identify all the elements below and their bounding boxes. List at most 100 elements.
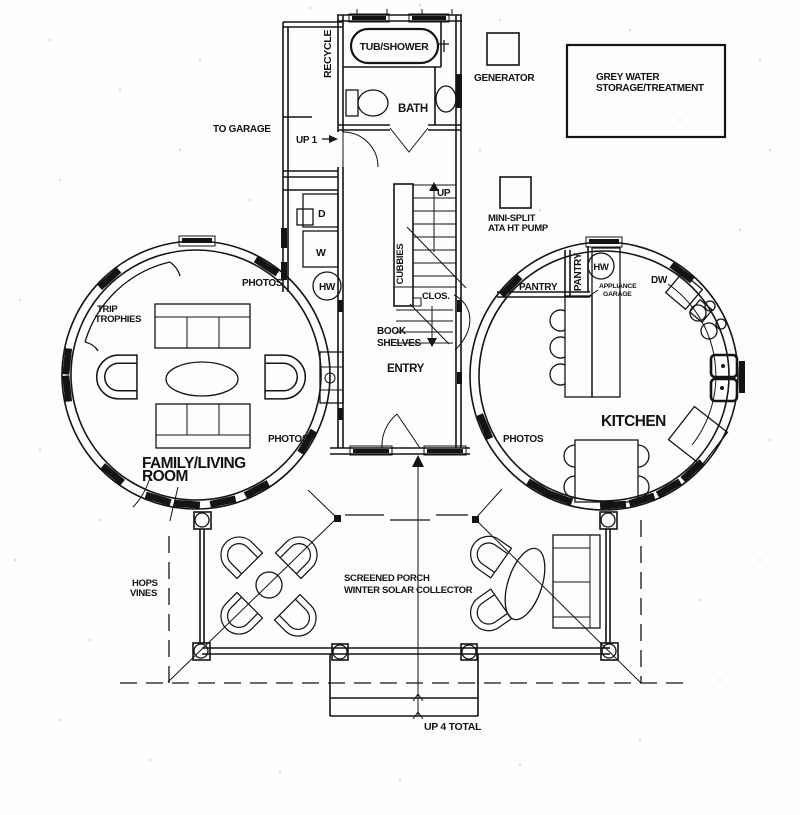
entry-window-hatch xyxy=(427,449,463,453)
corridor-window-hatch xyxy=(281,262,287,280)
up-label: UP xyxy=(437,188,451,199)
porch-oval-table xyxy=(504,547,546,621)
screened-porch: HOPS VINES SCREENED PORCH WINTER SOLAR C… xyxy=(120,488,688,733)
hops-vines-label-1: HOPS xyxy=(132,578,158,589)
kitchen-chairs xyxy=(563,444,650,499)
utility-corridor: D W HW RECYCLE TO GARAGE UP 1 xyxy=(213,21,343,301)
trip-trophies-label-1: TRIP xyxy=(97,304,118,315)
mini-split-label-1: MINI-SPLIT xyxy=(488,213,536,224)
hall-window-hatch xyxy=(457,372,462,384)
dishwasher-label: DW xyxy=(651,275,668,286)
counter-inner-edge xyxy=(667,283,717,446)
hall-window-hatch xyxy=(338,408,343,420)
stair-down-arrowhead xyxy=(427,338,437,347)
family-living-label-2: ROOM xyxy=(142,468,188,485)
porch-posts xyxy=(192,511,619,661)
stair-up-arrowhead xyxy=(429,182,439,191)
porch-seating-right xyxy=(470,534,601,632)
entry-shelf xyxy=(319,351,344,404)
porch-round-table xyxy=(255,571,283,599)
generator-box xyxy=(486,32,520,66)
dishwasher-box xyxy=(664,271,704,311)
grey-water-label-2: STORAGE/TREATMENT xyxy=(596,83,704,94)
pantry-label-2: PANTRY xyxy=(573,252,584,291)
porch-steps xyxy=(329,654,479,717)
hot-water-label: HW xyxy=(319,282,336,293)
stove-burners xyxy=(689,300,727,340)
island-bar-counter xyxy=(564,295,593,398)
kitchen-room: PANTRY PANTRY HW APPLIANCE GARAGE DW KIT… xyxy=(469,236,745,511)
photos-label-kitchen: PHOTOS xyxy=(503,434,544,445)
dryer-pedestal xyxy=(296,208,314,226)
screen-opening-lines xyxy=(345,514,468,521)
sofa-top xyxy=(154,303,251,349)
up-1-arrowhead xyxy=(329,135,338,143)
mini-split-heat-pump: MINI-SPLIT ATA HT PUMP xyxy=(488,176,549,234)
sofa-bottom xyxy=(155,403,251,449)
kitchen-top-window-hatch xyxy=(589,239,619,244)
armchair-right xyxy=(264,354,307,400)
corridor-window-hatch xyxy=(281,228,287,248)
appliance-garage-label-1: APPLIANCE xyxy=(599,283,637,290)
hot-water-heater xyxy=(312,271,342,301)
porch-chair-cluster xyxy=(220,536,318,637)
grey-water-box xyxy=(565,43,727,139)
island-stools xyxy=(549,309,566,386)
porch-sofa xyxy=(552,534,601,629)
tub-faucet xyxy=(438,40,449,52)
entry-window-hatch xyxy=(353,449,389,453)
kitchen-desk xyxy=(667,405,729,467)
family-room-top-window-hatch xyxy=(182,238,212,243)
bath-sink xyxy=(435,85,457,113)
pantry-walls xyxy=(497,246,590,298)
entry-label: ENTRY xyxy=(387,363,425,375)
family-room-inner-wall xyxy=(70,249,322,501)
pantry-label-1: PANTRY xyxy=(519,282,558,293)
entry-window-frame xyxy=(349,445,393,456)
family-room-window-hatches xyxy=(62,256,317,509)
stair-treads-lower xyxy=(396,309,453,344)
kitchen-label: KITCHEN xyxy=(601,413,666,430)
screened-porch-label-1: SCREENED PORCH xyxy=(344,573,430,584)
entry-window-frame xyxy=(423,445,467,456)
closet-label: CLOS. xyxy=(422,291,450,302)
trip-trophies-label-2: TROPHIES xyxy=(95,314,141,325)
grey-water-label-1: GREY WATER xyxy=(596,72,660,83)
roof-valley-lines xyxy=(167,488,642,684)
hall-window-hatch xyxy=(338,300,343,312)
family-living-room: PHOTOS TRIP TROPHIES FAMILY/LIVING ROOM … xyxy=(61,235,331,522)
kitchen-hot-water-label: HW xyxy=(593,262,609,273)
island-work-counter xyxy=(591,247,621,398)
entry: ENTRY xyxy=(319,300,470,720)
generator-label: GENERATOR xyxy=(474,73,535,84)
kitchen-hot-water xyxy=(587,252,615,280)
hall-window-hatch xyxy=(457,300,462,312)
mini-split-box xyxy=(499,176,532,209)
family-living-label-1: FAMILY/LIVING xyxy=(142,455,246,472)
coffee-table xyxy=(165,361,239,397)
photos-label-family: PHOTOS xyxy=(268,434,309,445)
washer-label: W xyxy=(316,247,326,259)
family-room-door-curves xyxy=(132,477,179,522)
bath-window-hatch xyxy=(352,16,386,20)
cubbies-end xyxy=(412,297,422,307)
to-garage-label: TO GARAGE xyxy=(213,124,271,135)
family-room-top-window-frame xyxy=(178,235,216,247)
bath-label: BATH xyxy=(398,103,428,115)
bath-window-hatch xyxy=(412,16,446,20)
tub-shower-label: TUB/SHOWER xyxy=(360,41,429,53)
tub-shower xyxy=(349,27,440,65)
book-shelves-label-2: SHELVES xyxy=(377,338,421,349)
trophy-shelf xyxy=(84,261,181,352)
bath-window-frame xyxy=(408,13,450,23)
book-shelves-label-1: BOOK xyxy=(377,326,407,337)
grey-water-storage: GREY WATER STORAGE/TREATMENT xyxy=(565,43,727,139)
bath-side-window-hatch xyxy=(456,74,462,108)
photos-label-top: PHOTOS xyxy=(242,278,283,289)
entry-door-swing xyxy=(381,413,421,449)
entry-arrowhead xyxy=(412,455,424,467)
cubbies-label: CUBBIES xyxy=(395,244,406,285)
window-ticks xyxy=(356,9,453,15)
